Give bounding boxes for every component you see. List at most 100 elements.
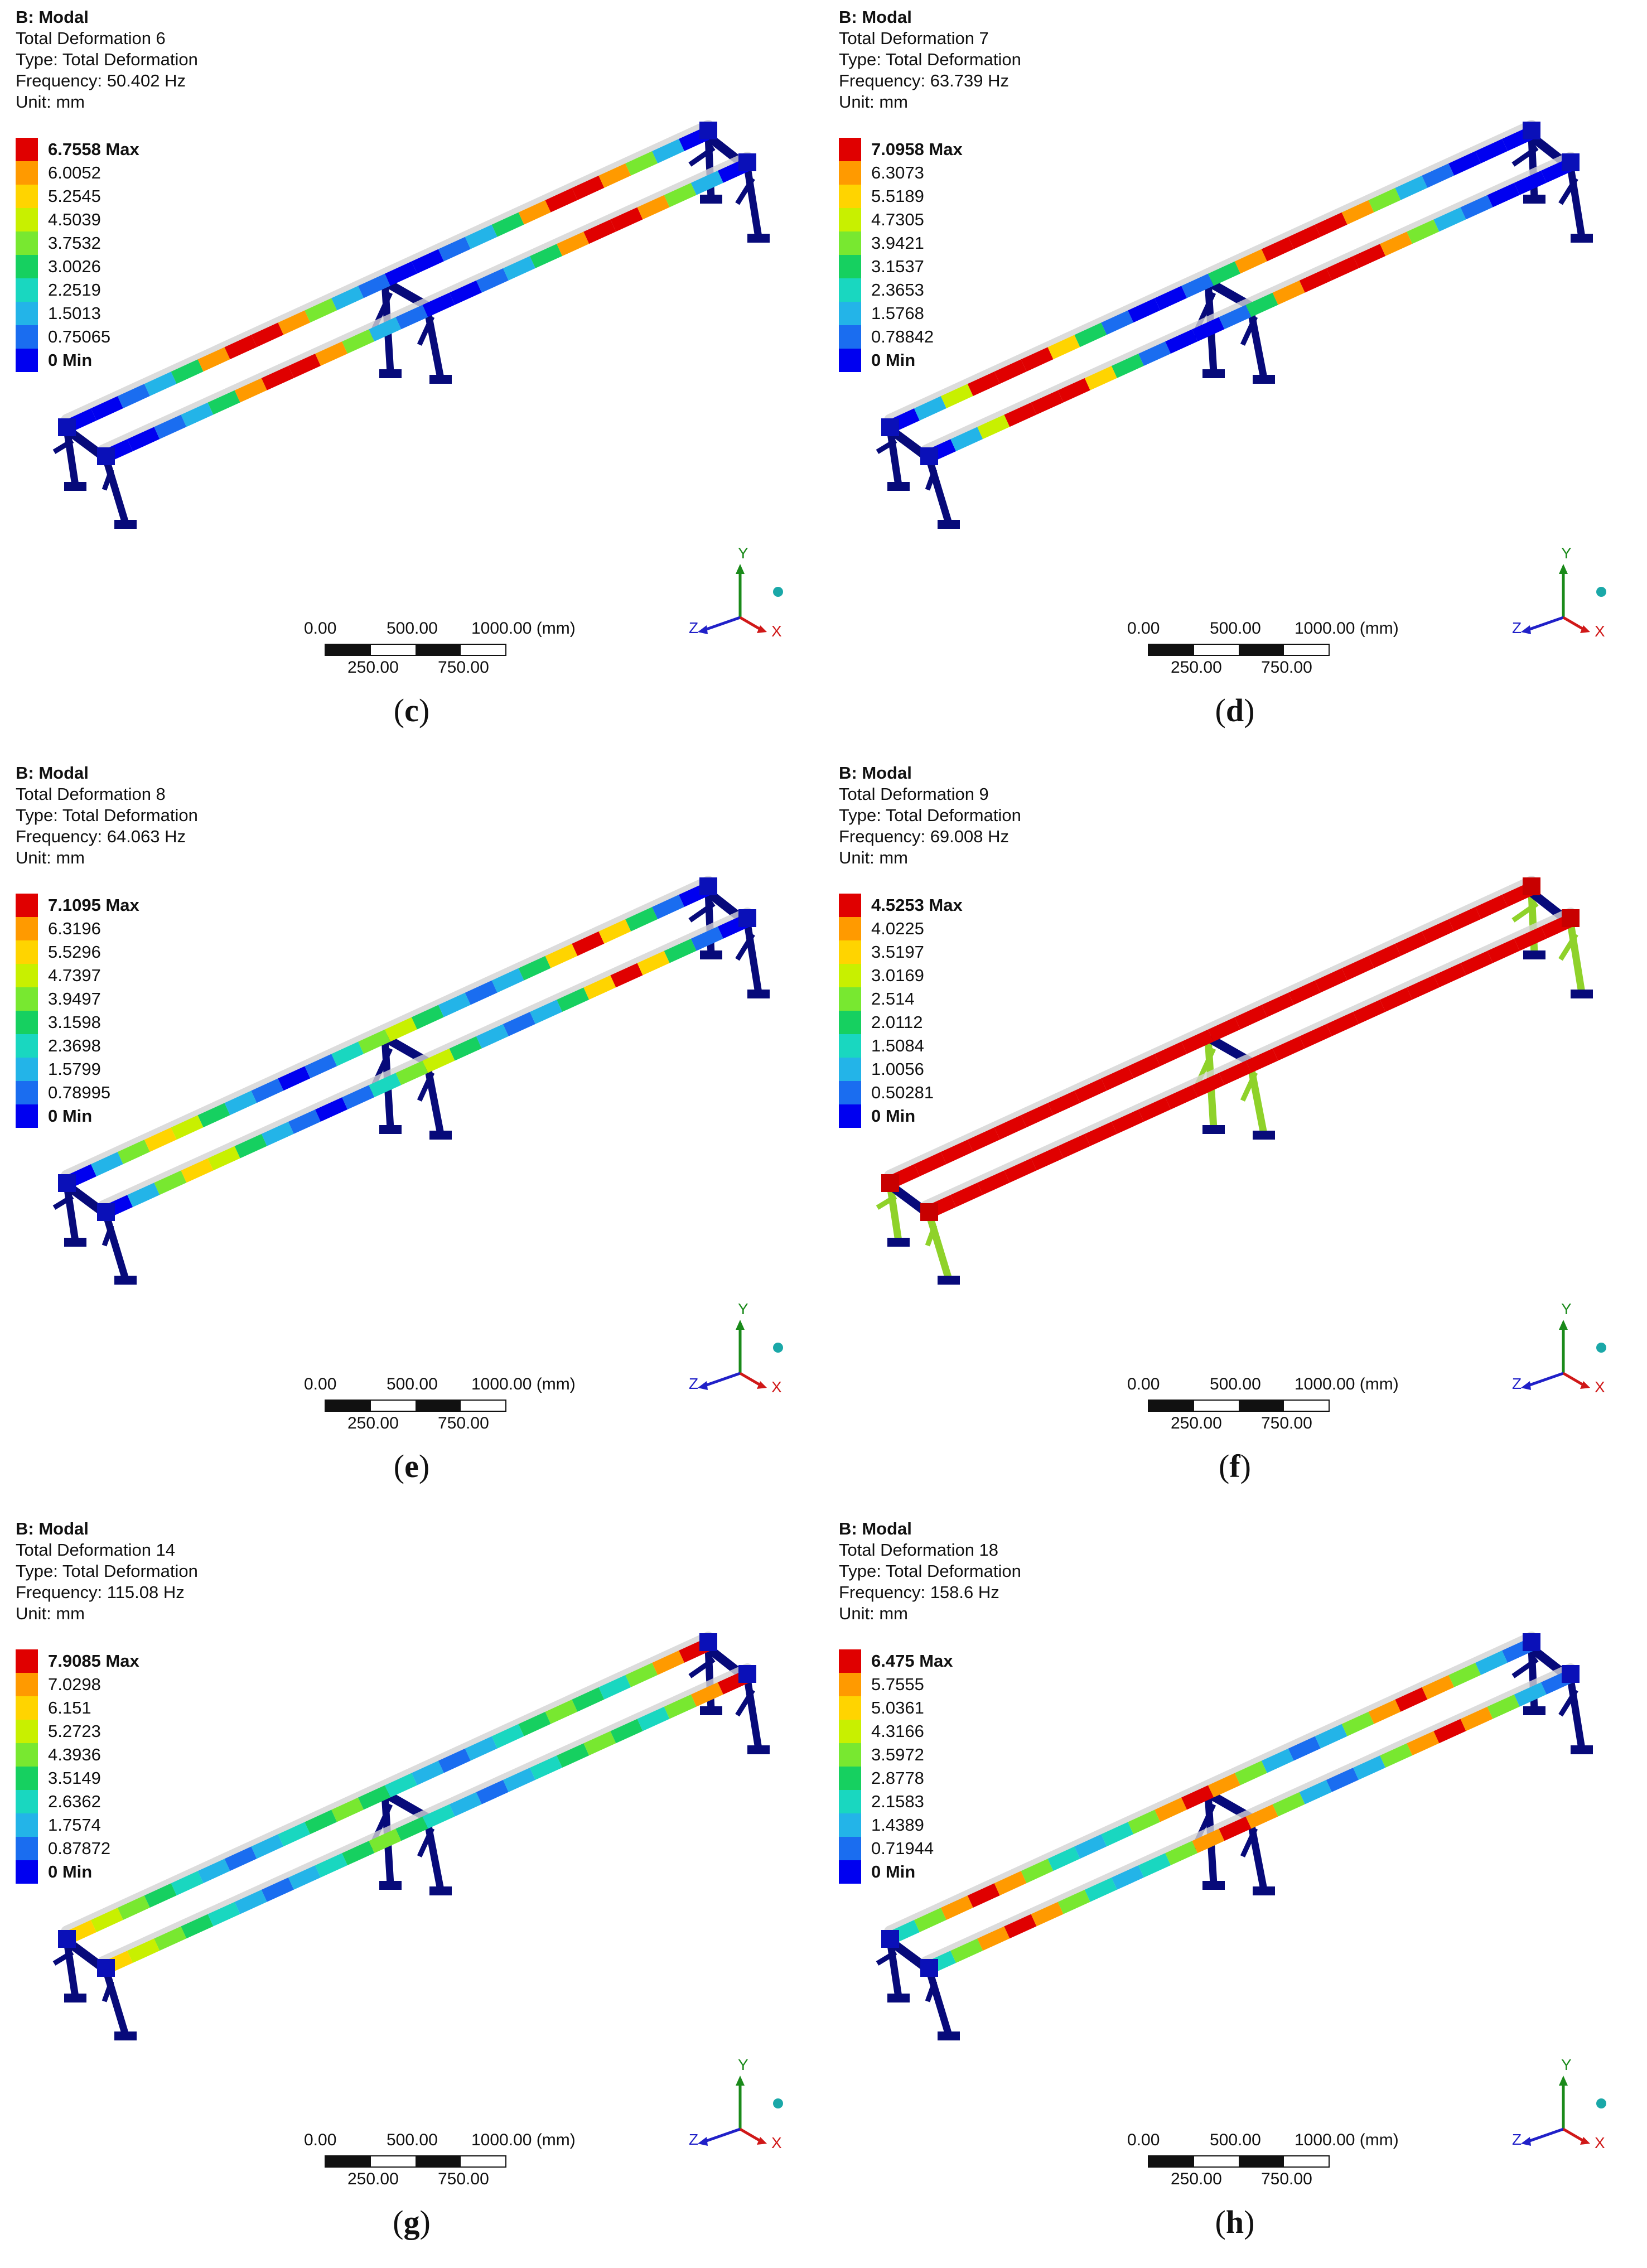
- beam-segment: [1422, 1675, 1455, 1700]
- beam-segment: [518, 200, 551, 225]
- support-foot: [1523, 1706, 1545, 1715]
- support-leg: [63, 426, 79, 489]
- beam-segment: [545, 187, 578, 213]
- support-foot: [747, 1745, 770, 1754]
- beam-segment: [1487, 1694, 1520, 1719]
- legend-swatch: [16, 917, 38, 940]
- beam-segment: [331, 1797, 364, 1822]
- legend-swatch: [16, 894, 38, 917]
- beam-segment: [358, 1785, 390, 1810]
- legend-label: 3.9497: [48, 989, 101, 1008]
- support-foot: [64, 1238, 86, 1247]
- legend-label: 1.0056: [871, 1059, 924, 1079]
- beam-segment: [1004, 1158, 1037, 1183]
- support-brace: [688, 146, 716, 167]
- beam-segment: [181, 1914, 214, 1939]
- beam-segment: [664, 1694, 697, 1719]
- legend-swatch: [839, 987, 861, 1011]
- beam-segment: [1475, 895, 1508, 919]
- beam-segment: [610, 1719, 643, 1744]
- scale-label-top: 500.00: [1210, 2131, 1261, 2149]
- beam-segment: [1208, 1773, 1240, 1798]
- scale-segment: [1283, 2156, 1329, 2166]
- beam-segment: [476, 1779, 509, 1804]
- support-foot: [1571, 990, 1593, 998]
- beam-segment: [1138, 1097, 1171, 1122]
- beam-segment: [1245, 1804, 1278, 1829]
- scale-segment: [1194, 2156, 1239, 2166]
- beam-segment: [181, 1158, 214, 1183]
- axis-label-x: X: [1595, 623, 1605, 640]
- result-unit: Unit: mm: [16, 92, 85, 112]
- scale-label-top: 1000.00 (mm): [1295, 2131, 1399, 2149]
- support-brace: [735, 1688, 755, 1717]
- beam-segment: [1074, 1078, 1107, 1103]
- beam-segment: [411, 1005, 444, 1030]
- beam-segment: [1514, 170, 1547, 195]
- legend-swatch: [16, 1767, 38, 1790]
- beam-segment: [1192, 1073, 1225, 1098]
- legend-swatch: [839, 1011, 861, 1034]
- beam-segment: [1368, 943, 1401, 968]
- axis-label-z: Z: [1512, 2131, 1522, 2148]
- beam-segment: [545, 943, 578, 968]
- support-brace: [1511, 1657, 1539, 1678]
- beam-segment: [1219, 1060, 1252, 1085]
- support-leg: [743, 163, 762, 241]
- support-leg: [743, 919, 762, 997]
- axis-label-y: Y: [738, 544, 748, 562]
- legend-label: 3.5149: [48, 1768, 101, 1788]
- support-foot: [1202, 369, 1225, 378]
- panel-caption: (d): [1215, 692, 1255, 728]
- legend-swatch: [839, 349, 861, 372]
- beam-segment: [967, 371, 1000, 397]
- legend-label: 5.7555: [871, 1675, 924, 1694]
- legend-swatch: [16, 255, 38, 278]
- panel-caption: (h): [1215, 2204, 1255, 2240]
- legend-swatch: [16, 138, 38, 161]
- beam-segment: [598, 163, 631, 188]
- beam-segment: [583, 219, 616, 244]
- beam-segment: [207, 1146, 240, 1171]
- beam-segment: [315, 1097, 348, 1122]
- support-brace: [925, 1980, 938, 2002]
- legend-label: 3.5197: [871, 942, 924, 962]
- scale-segment: [416, 1401, 461, 1411]
- beam-segment: [1219, 1816, 1252, 1841]
- analysis-title: B: Modal: [839, 1519, 912, 1538]
- scale-segment: [416, 2156, 461, 2166]
- beam-segment: [583, 975, 616, 1000]
- support-brace: [925, 1224, 938, 1247]
- beam-segment: [1433, 1719, 1466, 1744]
- beam-segment: [1004, 1914, 1037, 1939]
- beam-segment: [637, 1706, 670, 1731]
- support-brace: [1558, 933, 1578, 961]
- beam-segment: [385, 1017, 417, 1042]
- beam-segment: [395, 305, 428, 330]
- deformed-frame-model: [52, 120, 770, 529]
- legend-swatch: [839, 1813, 861, 1837]
- beam-segment: [261, 365, 294, 390]
- legend-label: 4.5039: [48, 210, 101, 229]
- legend-swatch: [16, 1011, 38, 1034]
- beam-end-cap: [58, 1174, 76, 1192]
- beam-segment: [411, 249, 444, 274]
- beam-segment: [278, 1066, 311, 1091]
- legend-swatch: [16, 1058, 38, 1081]
- beam-segment: [1487, 938, 1520, 963]
- beam-segment: [1192, 1828, 1225, 1854]
- beam-segment: [1021, 1103, 1054, 1128]
- beam-segment: [1111, 1865, 1144, 1890]
- support-foot: [887, 482, 910, 491]
- beam-segment: [1448, 151, 1481, 176]
- beam-segment: [1031, 1902, 1064, 1927]
- beam-segment: [1395, 931, 1428, 956]
- legend-swatch: [16, 1104, 38, 1128]
- beam-segment: [1395, 175, 1428, 200]
- support-leg: [886, 1181, 902, 1245]
- beam-segment: [369, 1828, 402, 1854]
